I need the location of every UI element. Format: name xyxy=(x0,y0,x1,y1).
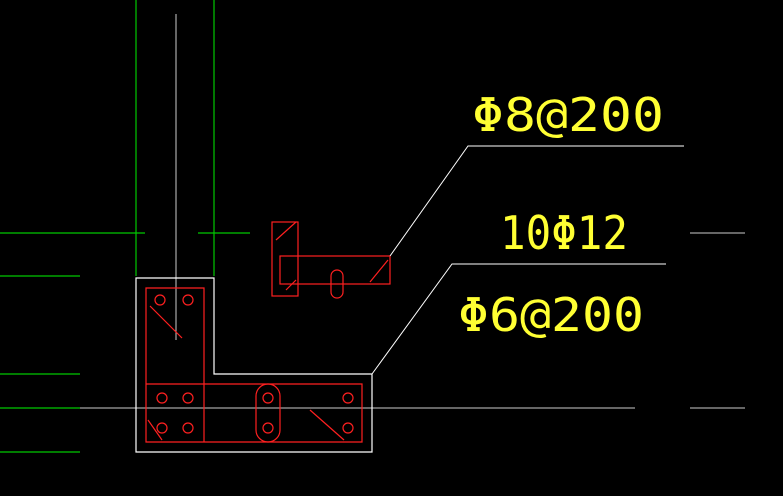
detail-tie xyxy=(330,269,344,299)
rebar-bar xyxy=(182,294,194,306)
tie-annotation: Φ6@200 xyxy=(458,288,644,342)
rebar-bar xyxy=(182,422,194,434)
rebar-bar xyxy=(342,422,354,434)
detail-hook-top xyxy=(275,221,297,241)
rebar-bar xyxy=(156,422,168,434)
rebar-bar xyxy=(154,294,166,306)
main-bar-annotation: 10Φ12 xyxy=(500,206,628,260)
leader-tie xyxy=(371,263,666,375)
rebar-bar xyxy=(182,392,194,404)
hook-diagonal-right xyxy=(309,409,345,441)
rebar-bars xyxy=(154,294,354,434)
rebar-bar xyxy=(342,392,354,404)
l-section-outline xyxy=(135,277,373,453)
detail-stirrup-sample xyxy=(271,221,391,299)
leader-lines xyxy=(371,145,684,375)
rebar-bar xyxy=(156,392,168,404)
hook-diagonal-bottom-left xyxy=(147,419,163,441)
column-lines xyxy=(0,0,250,453)
rebar-cage xyxy=(145,287,363,443)
leader-stirrup xyxy=(389,145,684,257)
tie-bar-vertical xyxy=(255,383,281,443)
rebar-bar xyxy=(262,392,274,404)
axis-lines xyxy=(80,14,745,409)
detail-hook-right xyxy=(369,259,389,283)
detail-hook-bottom xyxy=(285,279,297,291)
detail-vertical-leg xyxy=(271,221,299,297)
rebar-bar xyxy=(262,422,274,434)
detail-horizontal-leg xyxy=(279,255,391,285)
hook-diagonal-top xyxy=(149,305,183,339)
outer-stirrup xyxy=(145,287,363,443)
stirrup-annotation: Φ8@200 xyxy=(472,88,664,142)
